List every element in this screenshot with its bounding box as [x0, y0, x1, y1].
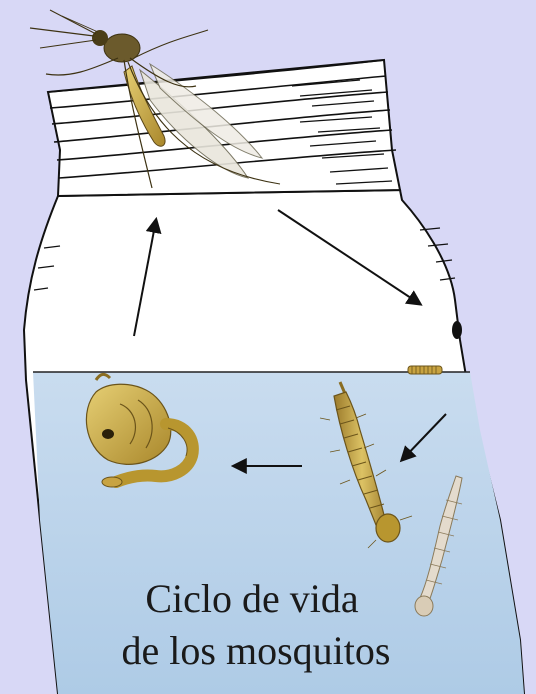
jar-speck — [452, 321, 462, 339]
caption-line-1: Ciclo de vida — [145, 576, 359, 621]
caption-line-2: de los mosquitos — [122, 628, 391, 673]
egg-raft-icon — [408, 366, 442, 374]
